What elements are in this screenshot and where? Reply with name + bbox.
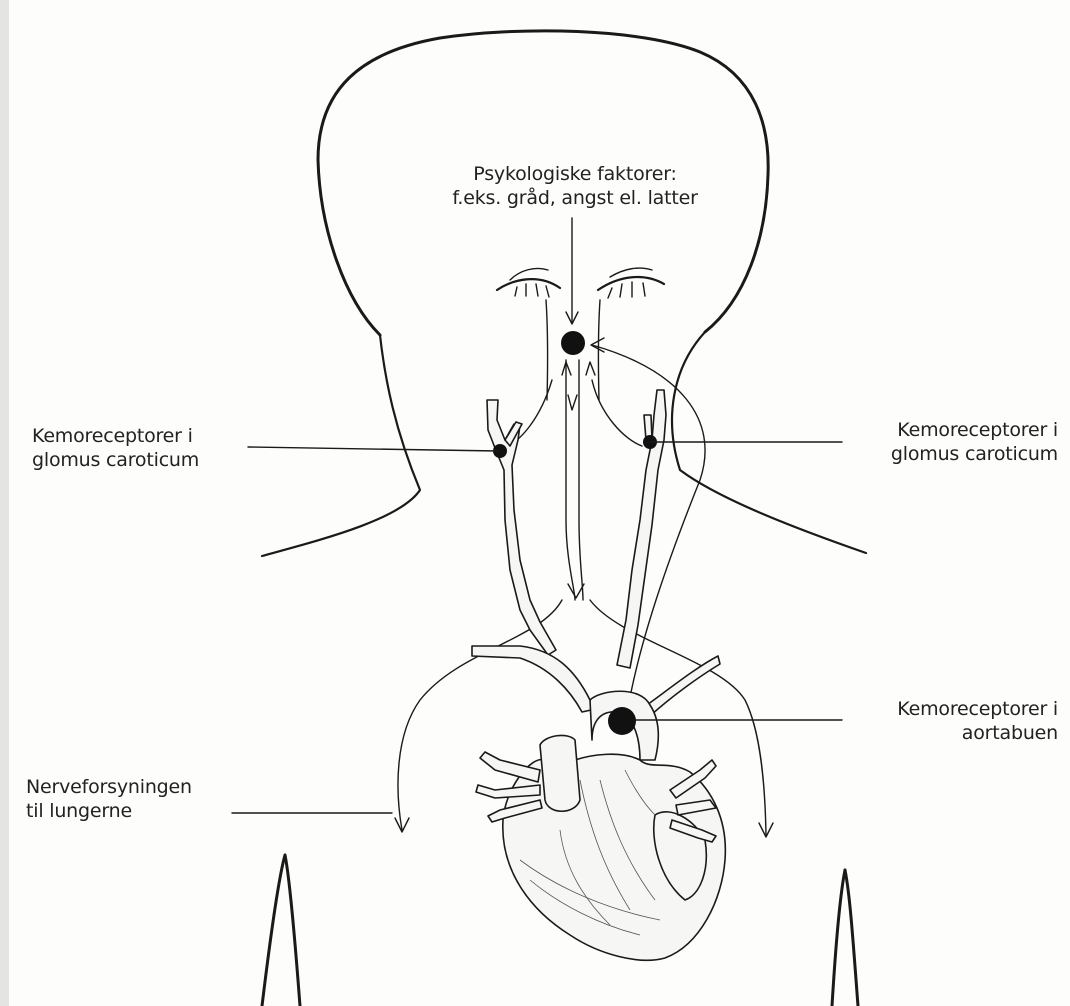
- left-carotid-label-line2: glomus caroticum: [32, 448, 199, 472]
- torso-right: [832, 870, 845, 1006]
- respiratory-center: [561, 331, 585, 355]
- nerve-label-line1: Nerveforsyningen: [26, 775, 192, 799]
- left-carotid-label-line1: Kemoreceptorer i: [32, 424, 199, 448]
- neck-left: [262, 335, 420, 556]
- nerve-cord-2: [579, 360, 583, 600]
- inner-neck-right: [592, 380, 642, 446]
- right-carotid-label-line1: Kemoreceptorer i: [830, 418, 1058, 442]
- aortic-label-line1: Kemoreceptorer i: [830, 697, 1058, 721]
- right-eye: [598, 268, 664, 298]
- pulmonary-trunk: [540, 735, 580, 811]
- nerve-cord-1: [566, 360, 575, 600]
- left-carotid-label: Kemoreceptorer i glomus caroticum: [32, 424, 199, 472]
- nerve-down-arrow-mid: [568, 395, 577, 410]
- psych-label: Psykologiske faktorer: f.eks. gråd, angs…: [420, 162, 730, 210]
- aortic-label: Kemoreceptorer i aortabuen: [830, 697, 1058, 745]
- torso-right-b: [845, 870, 858, 1006]
- nerve-label: Nerveforsyningen til lungerne: [26, 775, 192, 823]
- aortic-label-line2: aortabuen: [830, 721, 1058, 745]
- aortic-body: [608, 707, 636, 735]
- left-carotid: [487, 400, 556, 655]
- right-carotid: [617, 390, 666, 668]
- left-eye: [497, 268, 560, 297]
- right-carotid-label: Kemoreceptorer i glomus caroticum: [830, 418, 1058, 466]
- nerve-label-line2: til lungerne: [26, 799, 192, 823]
- left-subclavian: [472, 646, 600, 712]
- psych-label-line2: f.eks. gråd, angst el. latter: [420, 186, 730, 210]
- torso-left-b: [285, 855, 300, 1006]
- psych-label-line1: Psykologiske faktorer:: [420, 162, 730, 186]
- brainstem-left: [546, 300, 548, 400]
- leader-left-carotid: [248, 447, 498, 451]
- torso-left: [262, 855, 285, 1006]
- right-carotid-label-line2: glomus caroticum: [830, 442, 1058, 466]
